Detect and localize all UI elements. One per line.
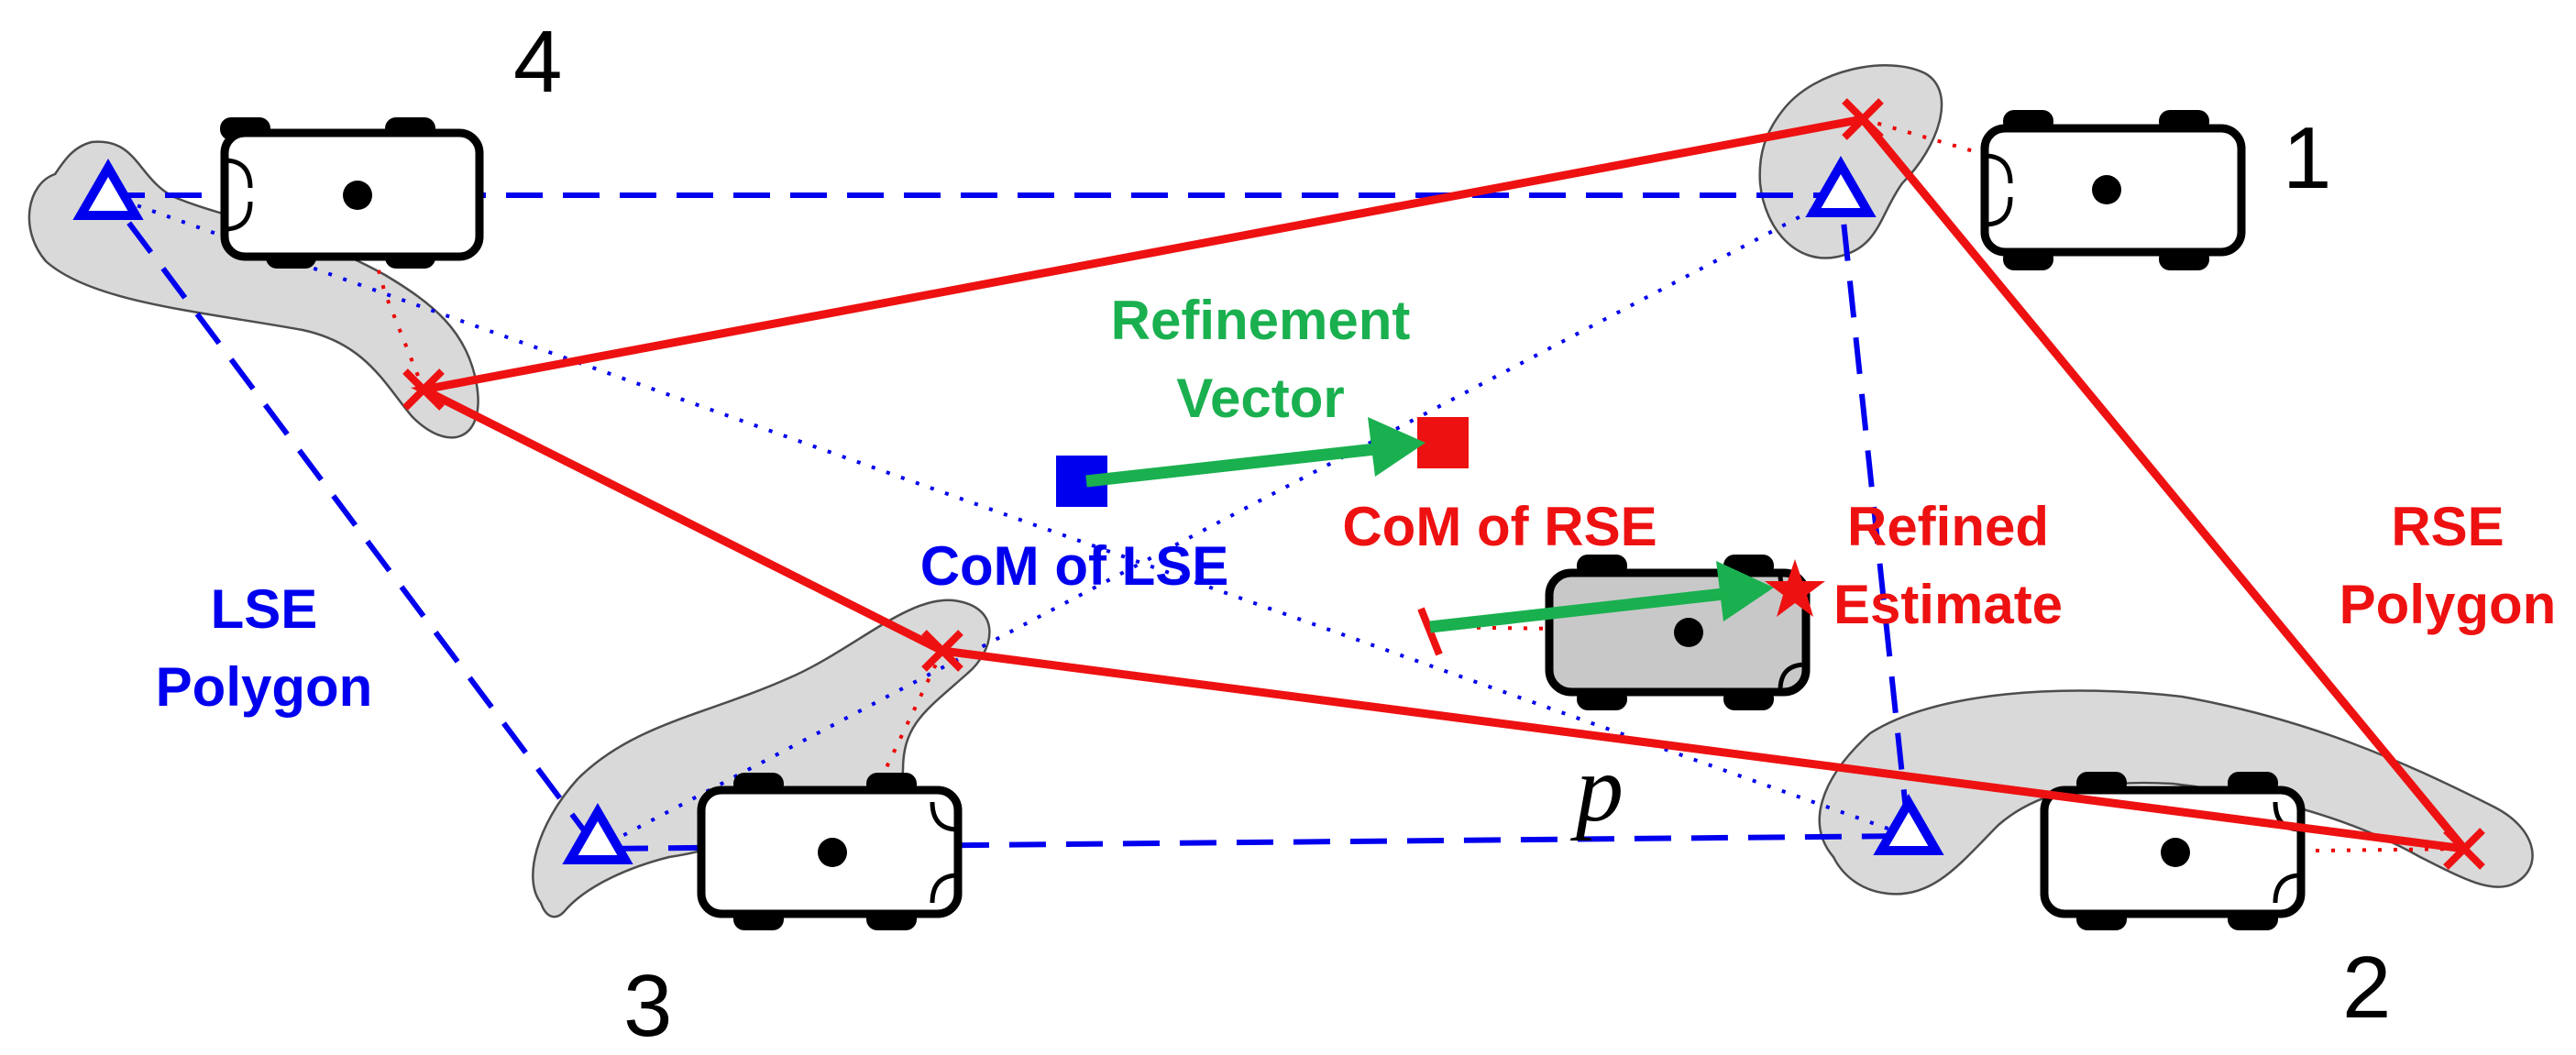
robot-3 [697, 773, 963, 930]
rse-polygon-label-1: RSE [2391, 496, 2504, 557]
rse-marker-2 [2443, 828, 2485, 870]
robot-label-3: 3 [623, 957, 672, 1055]
refined-estimate-label-1: Refined [1847, 496, 2049, 557]
lse-polygon [103, 192, 1912, 852]
uncertainty-region-4 [28, 140, 479, 439]
point-p-label: p [1569, 736, 1624, 841]
lse-vertex-2 [1873, 793, 1944, 855]
refined-estimate-label-2: Estimate [1833, 574, 2063, 635]
lse-polygon-label-2: Polygon [156, 656, 373, 718]
robot-estimated [1545, 555, 1811, 710]
rse-polygon-label-2: Polygon [2339, 574, 2557, 635]
robot-2 [2040, 772, 2306, 930]
robot-1 [1980, 110, 2246, 270]
robot-label-4: 4 [513, 13, 562, 111]
refined-estimate-star [1765, 559, 1825, 617]
rse-marker-3 [921, 630, 963, 672]
rse-marker-1 [1842, 98, 1884, 140]
robot-4 [220, 117, 484, 269]
lse-polygon-label-1: LSE [211, 578, 318, 640]
refinement-vector-label-1: Refinement [1111, 290, 1411, 351]
lse-diagonal-1-3 [597, 193, 1842, 851]
lse-diagonal-4-2 [107, 193, 1910, 838]
com-rse-marker [1417, 607, 1443, 656]
refined-estimate-arrow [1429, 561, 1774, 633]
uncertainty-region-1 [1758, 64, 1943, 259]
robot-label-1: 1 [2283, 109, 2331, 207]
uncertainty-region-3 [532, 599, 991, 918]
refinement-vector-arrow [1085, 417, 1426, 488]
robot-label-2: 2 [2342, 939, 2391, 1037]
lse-vertex-4 [72, 158, 144, 220]
rse-marker-4 [402, 368, 445, 411]
com-rse-label: CoM of RSE [1342, 496, 1657, 557]
uncertainty-region-2 [1818, 689, 2534, 896]
lse-vertex-3 [562, 802, 633, 864]
com-lse-label: CoM of LSE [920, 535, 1229, 597]
refinement-vector-label-2: Vector [1176, 368, 1344, 429]
lse-vertex-1 [1805, 155, 1877, 217]
com-rse-square [1417, 417, 1469, 468]
